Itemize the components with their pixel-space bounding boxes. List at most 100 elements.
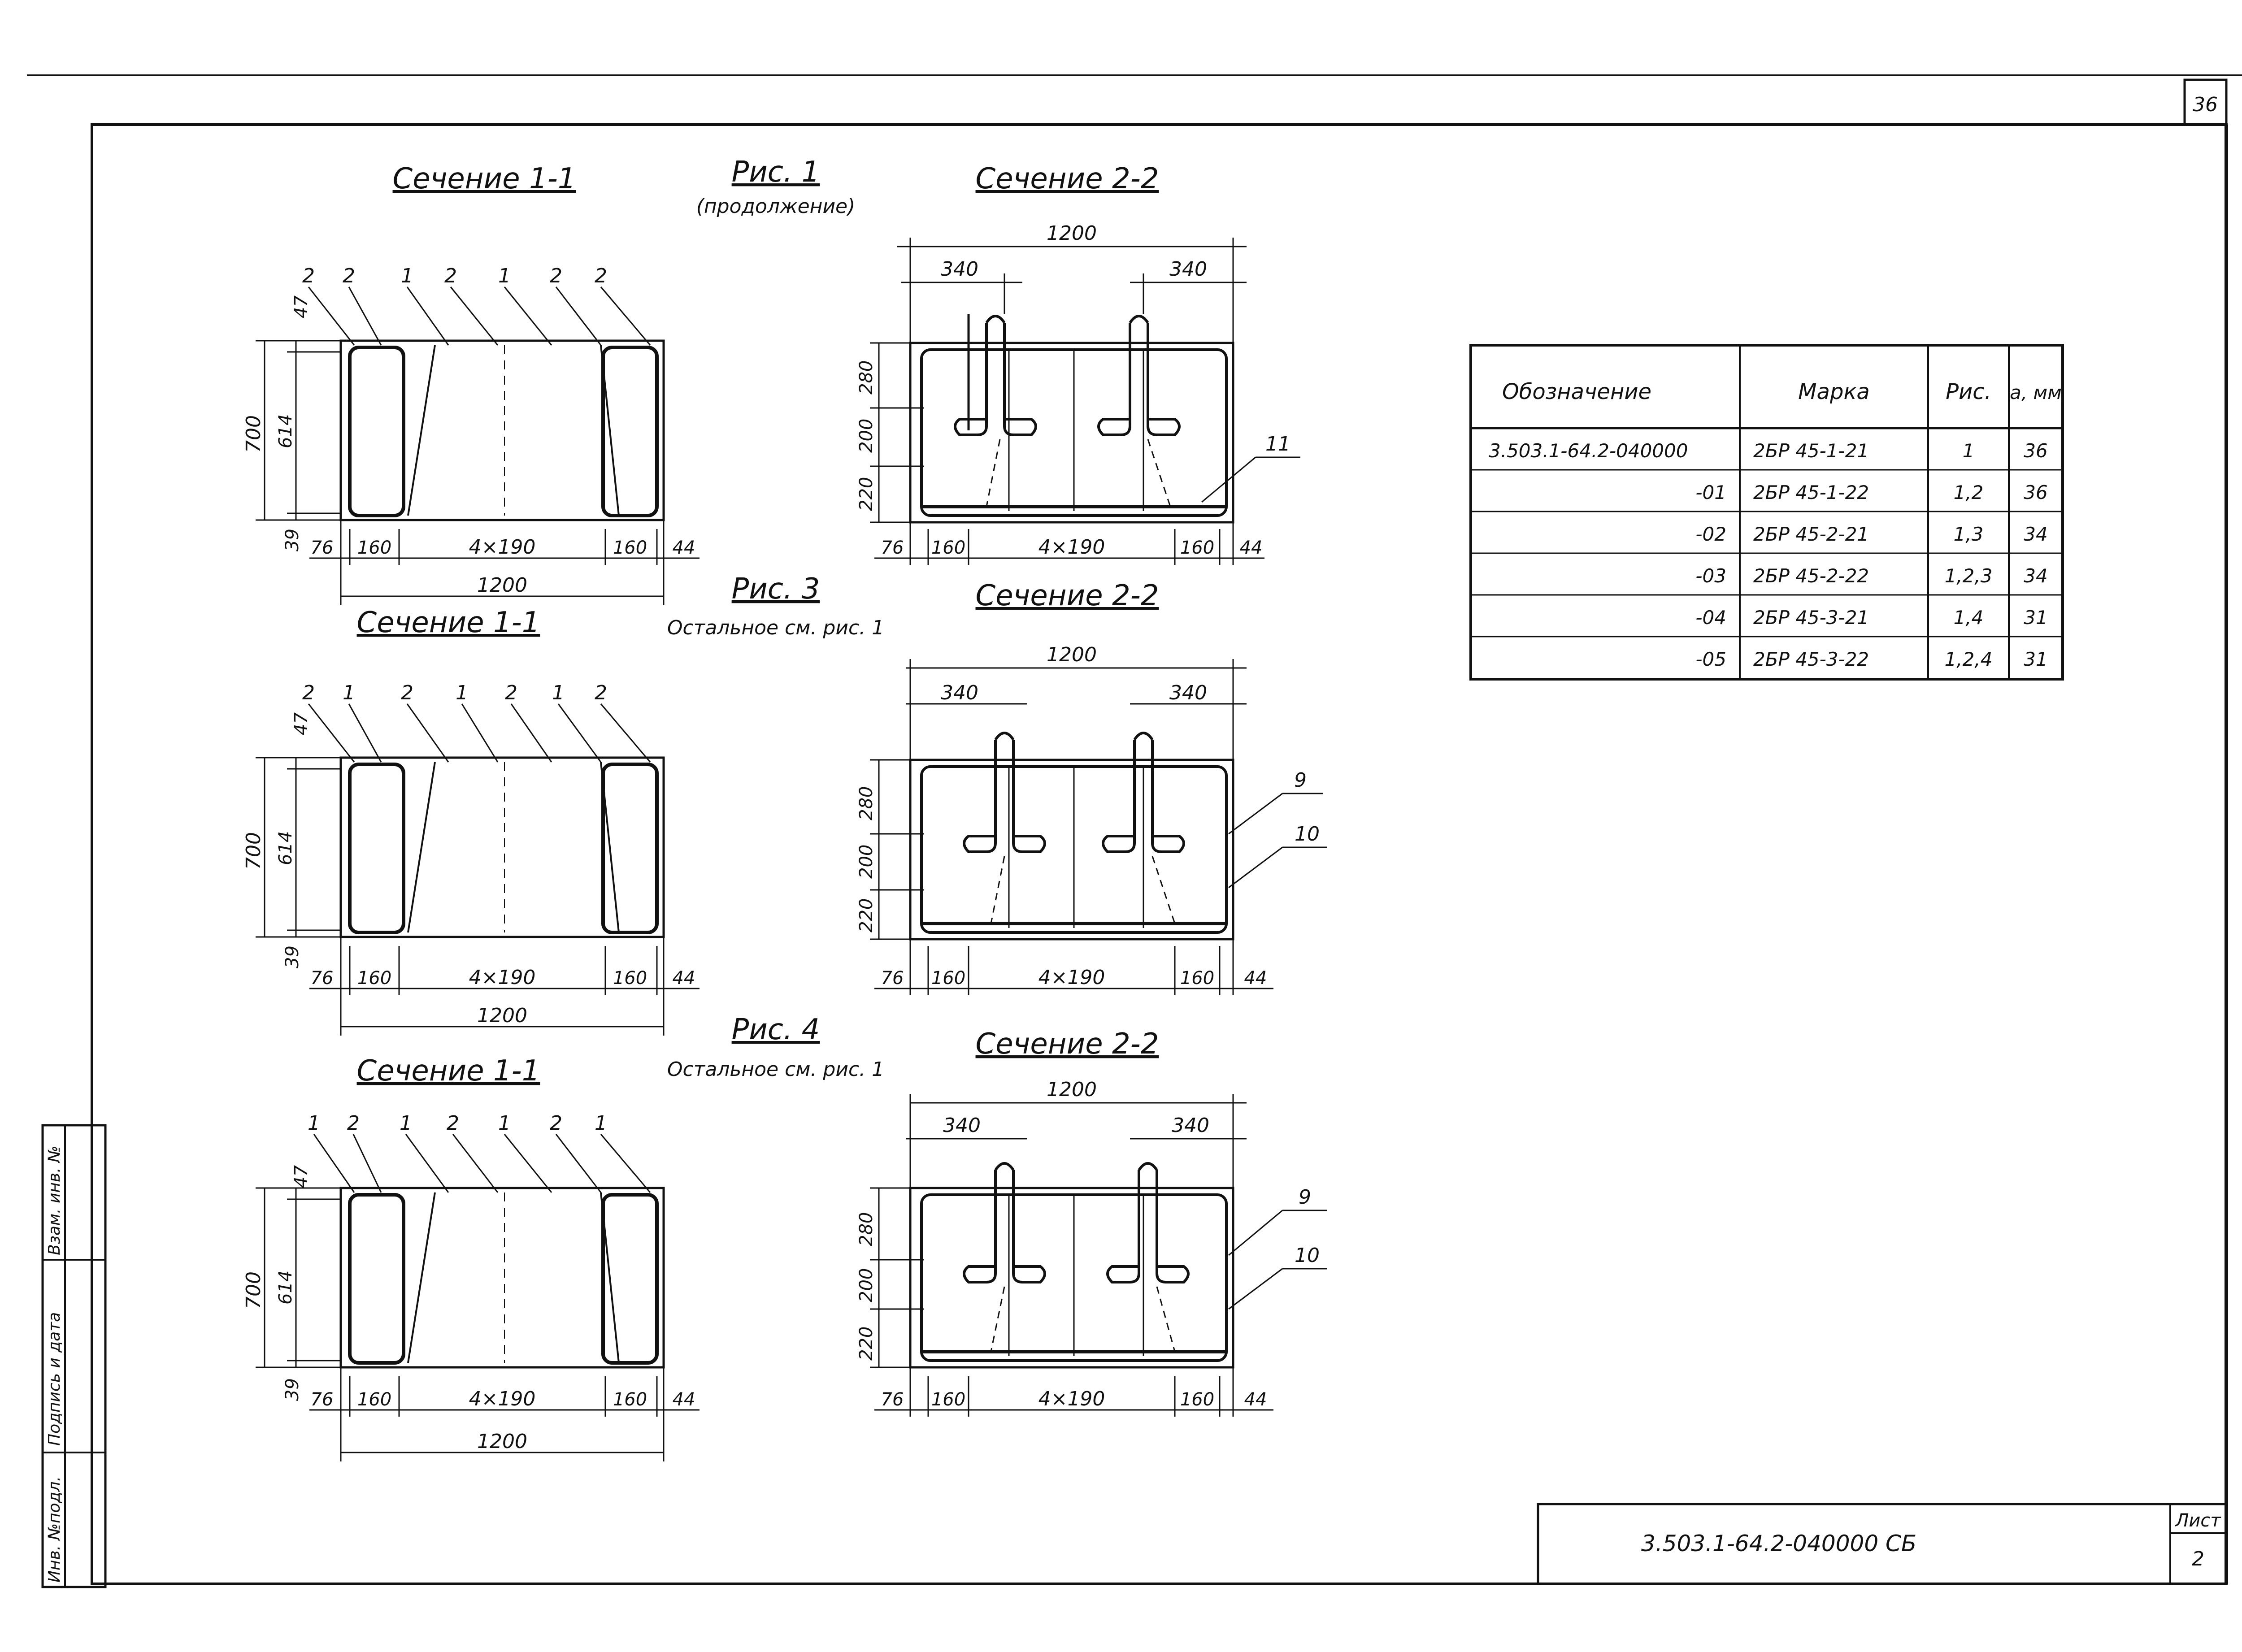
table-row: -04 2БР 45-3-21 1,4 31	[1695, 607, 2047, 629]
lifting-loop-left	[954, 315, 1037, 436]
dim-4x190: 4×190	[469, 536, 536, 559]
fig1-section-1-1: Сечение 1-1 2 2 1 2 1 2 2 47 700 614 39	[242, 162, 700, 605]
callout: 1	[343, 681, 355, 704]
lifting-loop-left	[963, 732, 1046, 853]
table-cell: -01	[1695, 481, 1726, 503]
callout: 2	[595, 264, 607, 287]
table-row: -02 2БР 45-2-21 1,3 34	[1695, 523, 2047, 545]
dim-340-right: 340	[1172, 1114, 1209, 1137]
callout: 1	[308, 1112, 320, 1135]
dim-160: 160	[613, 538, 647, 558]
sheet-label: Лист	[2174, 1510, 2221, 1531]
callout: 2	[343, 264, 355, 287]
table-cell: 31	[2024, 607, 2047, 629]
dim-44: 44	[1240, 538, 1263, 558]
fig4-section-a-title: Сечение 1-1	[357, 1054, 540, 1088]
dim-76: 76	[881, 968, 904, 989]
table-cell: 1,3	[1954, 523, 1984, 545]
dim-39: 39	[282, 1378, 303, 1401]
table-cell: -02	[1695, 523, 1726, 545]
callout: 2	[444, 264, 457, 287]
stamp-code: 3.503.1-64.2-040000 СБ	[1641, 1531, 1916, 1557]
dim-160: 160	[1180, 968, 1214, 989]
fig1-section-2-2: Сечение 2-2 1200 340 340 280 200 220	[856, 162, 1300, 565]
dim-47: 47	[291, 295, 312, 318]
dim-200: 200	[856, 419, 877, 453]
table-cell: 31	[2024, 648, 2047, 670]
table-cell: 34	[2024, 523, 2047, 545]
cage-left	[348, 346, 405, 517]
fig4-title: Рис. 4	[732, 1013, 820, 1046]
callout: 1	[552, 681, 565, 704]
dim-top-total: 1200	[1047, 222, 1097, 245]
cage-left	[348, 763, 405, 934]
dim-4x190: 4×190	[469, 1388, 536, 1410]
callout: 1	[400, 1112, 412, 1135]
dim-47: 47	[291, 1165, 312, 1188]
callout-10: 10	[1295, 823, 1320, 846]
page-number-box	[2183, 78, 2228, 126]
callout: 1	[498, 1112, 511, 1135]
side-label-sign: Подпись и дата	[45, 1312, 64, 1446]
dim-47: 47	[291, 712, 312, 735]
callout-9: 9	[1294, 769, 1307, 792]
table-header: Обозначение	[1502, 379, 1651, 404]
table-cell: 1,2	[1954, 481, 1984, 503]
fig3-subtitle: Остальное см. рис. 1	[667, 616, 884, 639]
lifting-loop-right	[1097, 315, 1181, 436]
table-cell: 36	[2024, 440, 2047, 462]
table-cell: 36	[2024, 481, 2047, 503]
table-cell: 1,2,4	[1945, 648, 1993, 670]
dim-total: 1200	[477, 1430, 527, 1453]
fig4-section-2-2: Сечение 2-2 1200 340 340 280 200 220	[856, 1028, 1327, 1417]
dim-160: 160	[931, 968, 965, 989]
callout-9: 9	[1299, 1186, 1311, 1209]
callout: 2	[347, 1112, 360, 1135]
dim-340-right: 340	[1169, 258, 1207, 281]
table-cell: 2БР 45-2-21	[1753, 523, 1869, 545]
callout: 2	[505, 681, 517, 704]
dim-160: 160	[1180, 1389, 1214, 1410]
callout: 2	[550, 1112, 562, 1135]
callout: 2	[447, 1112, 459, 1135]
dim-39: 39	[282, 945, 303, 968]
callout: 2	[302, 681, 315, 704]
dim-700: 700	[242, 1271, 265, 1309]
beam-outline	[339, 339, 665, 521]
dim-top-total: 1200	[1047, 1078, 1097, 1101]
table-cell: 1,4	[1954, 607, 1984, 629]
table-cell: -04	[1695, 607, 1726, 629]
cage-right	[601, 346, 659, 517]
dim-280: 280	[856, 1212, 877, 1246]
fig4-section-b-title: Сечение 2-2	[976, 1028, 1159, 1061]
dim-total: 1200	[477, 574, 527, 597]
cage-right	[601, 763, 659, 934]
cage-right	[601, 1193, 659, 1365]
dim-160: 160	[613, 968, 647, 989]
fig4-section-1-1: Сечение 1-1 1 2 1 2 1 2 1 47 700 614 39	[242, 1054, 700, 1461]
table-cell: -03	[1695, 565, 1726, 587]
callout: 1	[595, 1112, 607, 1135]
dim-200: 200	[856, 1268, 877, 1302]
beam-outline	[909, 1187, 1234, 1369]
dim-614: 614	[275, 1270, 296, 1305]
fig1-section-b-title: Сечение 2-2	[976, 162, 1159, 195]
page-number: 36	[2193, 93, 2218, 116]
dim-76: 76	[311, 1389, 334, 1410]
dim-160: 160	[931, 1389, 965, 1410]
sheet-number: 2	[2192, 1548, 2204, 1570]
dim-160: 160	[357, 538, 391, 558]
fig3-section-1-1: Сечение 1-1 2 1 2 1 2 1 2 47 700 614 39	[242, 606, 700, 1036]
table-header: Марка	[1798, 379, 1870, 404]
dim-280: 280	[856, 360, 877, 395]
fig1-subtitle: (продолжение)	[696, 195, 856, 218]
table-cell: 34	[2024, 565, 2047, 587]
callout: 2	[595, 681, 607, 704]
dim-4x190: 4×190	[469, 966, 536, 989]
beam-outline	[909, 342, 1234, 524]
dim-top-total: 1200	[1047, 643, 1097, 666]
table-cell: 2БР 45-1-21	[1753, 440, 1869, 462]
dim-76: 76	[311, 538, 334, 558]
dim-160: 160	[357, 968, 391, 989]
